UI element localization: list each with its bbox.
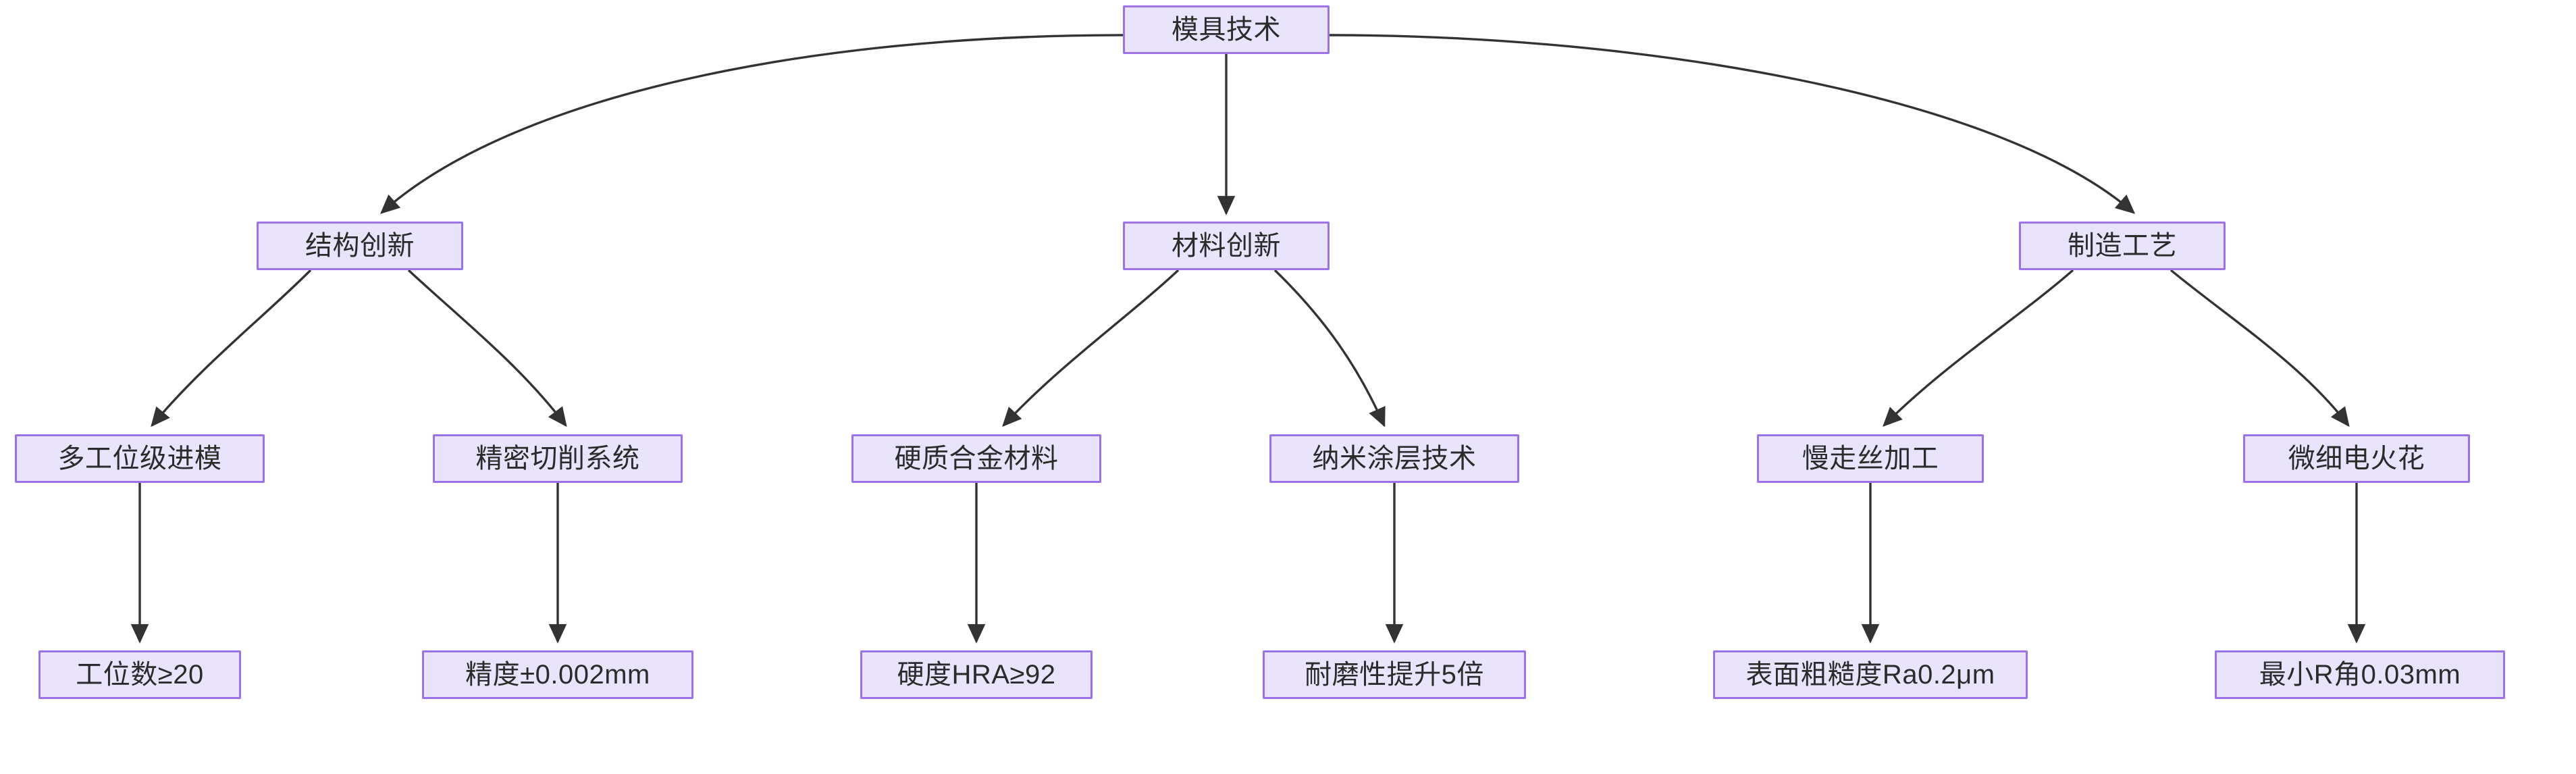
flow-node-t1[interactable]: 多工位级进模 <box>15 434 265 483</box>
flow-node-root[interactable]: 模具技术 <box>1123 5 1330 54</box>
flow-node-label: 硬度HRA≥92 <box>897 660 1056 690</box>
flow-node-label: 表面粗糙度Ra0.2μm <box>1745 660 1995 690</box>
flow-node-label: 结构创新 <box>305 231 415 261</box>
flow-node-s6[interactable]: 最小R角0.03mm <box>2215 650 2505 699</box>
flow-node-b1[interactable]: 结构创新 <box>257 222 463 270</box>
flow-edge-b1-to-t1 <box>151 269 312 428</box>
flow-edge-b1-to-t2 <box>407 269 567 428</box>
flow-node-label: 模具技术 <box>1172 15 1281 45</box>
flow-node-label: 耐磨性提升5倍 <box>1305 660 1484 690</box>
flow-node-label: 材料创新 <box>1172 231 1281 261</box>
flow-node-t4[interactable]: 纳米涂层技术 <box>1269 434 1519 483</box>
flow-node-label: 精密切削系统 <box>475 444 640 473</box>
flow-node-s3[interactable]: 硬度HRA≥92 <box>860 650 1093 699</box>
flow-node-b2[interactable]: 材料创新 <box>1123 222 1330 270</box>
flow-node-s4[interactable]: 耐磨性提升5倍 <box>1263 650 1526 699</box>
flow-node-label: 纳米涂层技术 <box>1312 444 1477 473</box>
flow-node-label: 慢走丝加工 <box>1802 444 1939 473</box>
flow-edge-b3-to-t5 <box>1883 269 2074 427</box>
flow-node-t5[interactable]: 慢走丝加工 <box>1757 434 1984 483</box>
flow-node-b3[interactable]: 制造工艺 <box>2019 222 2226 270</box>
flow-node-s5[interactable]: 表面粗糙度Ra0.2μm <box>1713 650 2028 699</box>
flow-node-t6[interactable]: 微细电火花 <box>2243 434 2470 483</box>
flow-edge-b2-to-t4 <box>1273 269 1386 428</box>
flow-node-t2[interactable]: 精密切削系统 <box>433 434 683 483</box>
flow-node-label: 多工位级进模 <box>57 444 222 473</box>
flow-node-s1[interactable]: 工位数≥20 <box>38 650 241 699</box>
flow-node-t3[interactable]: 硬质合金材料 <box>851 434 1101 483</box>
flow-node-s2[interactable]: 精度±0.002mm <box>422 650 693 699</box>
flow-edge-root-to-b3 <box>1329 34 2136 214</box>
flow-node-label: 精度±0.002mm <box>465 660 650 690</box>
flow-node-label: 硬质合金材料 <box>894 444 1059 473</box>
flow-node-label: 最小R角0.03mm <box>2259 660 2461 690</box>
flow-node-label: 制造工艺 <box>2068 231 2177 261</box>
flow-node-label: 工位数≥20 <box>76 660 204 690</box>
flow-edge-b3-to-t6 <box>2170 269 2350 428</box>
flow-edge-b2-to-t3 <box>1002 269 1180 427</box>
flow-node-label: 微细电火花 <box>2288 444 2425 473</box>
flow-edge-root-to-b1 <box>379 34 1124 214</box>
